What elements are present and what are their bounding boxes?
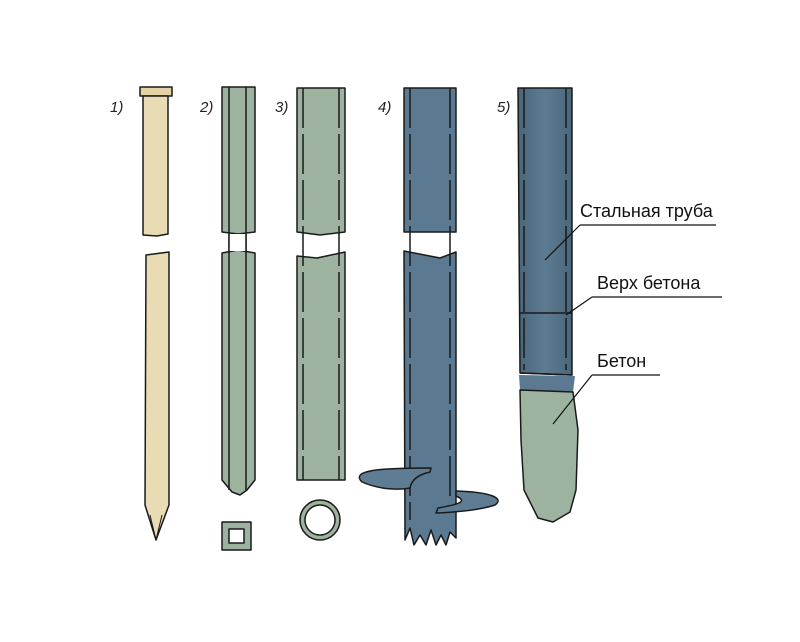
- svg-text:Бетон: Бетон: [597, 351, 646, 371]
- svg-text:Стальная труба: Стальная труба: [580, 201, 714, 221]
- pile-number-4: 4): [378, 99, 391, 116]
- pile-number-1: 1): [110, 99, 123, 116]
- label-concrete: Бетон: [552, 351, 660, 425]
- square-concrete-pile: [221, 86, 256, 551]
- screw-pile: [358, 87, 499, 546]
- wooden-pile: [139, 86, 173, 541]
- svg-text:Верх бетона: Верх бетона: [597, 273, 701, 293]
- pile-number-3: 3): [275, 99, 288, 116]
- round-pipe-pile: [296, 87, 346, 541]
- pile-number-2: 2): [199, 99, 213, 116]
- pile-number-5: 5): [497, 99, 510, 116]
- label-concrete-top: Верх бетона: [565, 273, 722, 316]
- label-steel-pipe: Стальная труба: [544, 201, 716, 261]
- bored-pile: [517, 87, 579, 523]
